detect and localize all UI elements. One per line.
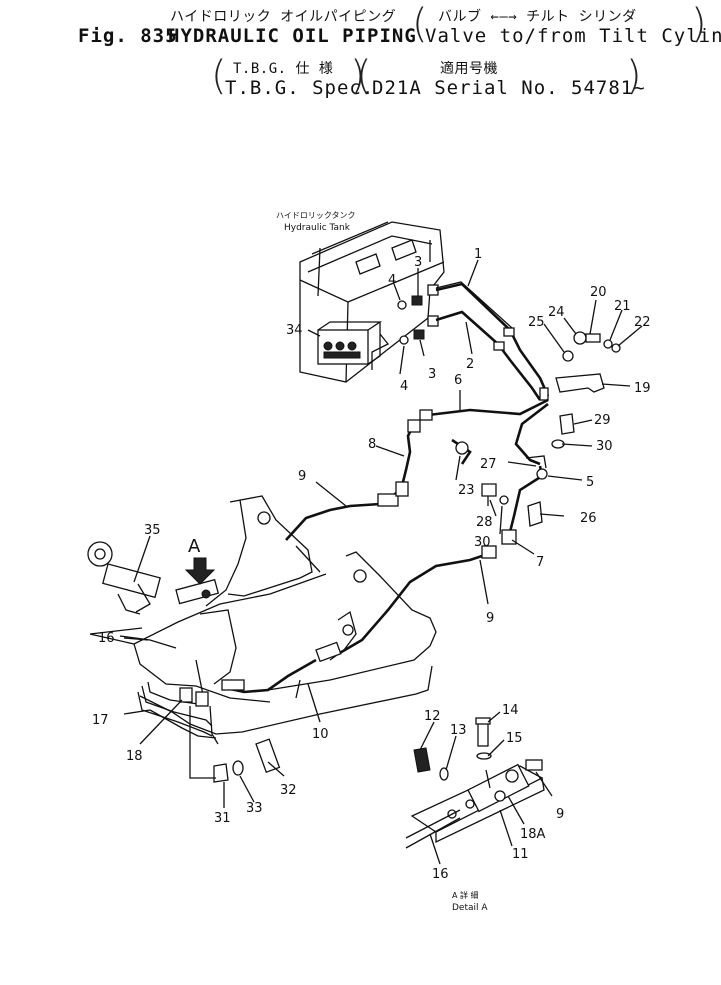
callout-29: 29: [594, 413, 611, 428]
callout-3a: 3: [414, 255, 422, 270]
hose-9-lower-10: [221, 545, 497, 694]
callout-24: 24: [548, 305, 565, 320]
callout-9c: 9: [556, 807, 564, 822]
callout-15: 15: [506, 731, 523, 746]
callout-9b: 9: [486, 611, 494, 626]
callout-16b: 16: [432, 867, 449, 882]
figure-number: Fig. 835: [78, 25, 178, 47]
callout-26: 26: [580, 511, 597, 526]
callout-11: 11: [512, 847, 529, 862]
clamp-washer-bolt: [213, 738, 281, 783]
tubes-1-2: [435, 281, 550, 401]
callout-31: 31: [214, 811, 231, 826]
callout-18: 18: [126, 749, 143, 764]
callout-28: 28: [476, 515, 493, 530]
callout-19: 19: [634, 381, 651, 396]
callout-14: 14: [502, 703, 519, 718]
callout-13: 13: [450, 723, 467, 738]
tilt-cylinder: [87, 541, 220, 615]
page-subtitle: Valve to/from Tilt Cylinder: [425, 25, 721, 47]
callout-12: 12: [424, 709, 441, 724]
callout-1: 1: [474, 247, 482, 262]
spec-label: T.B.G. Spec.: [225, 77, 375, 99]
callout-32: 32: [280, 783, 297, 798]
callout-22: 22: [634, 315, 651, 330]
callout-9a: 9: [298, 469, 306, 484]
serial-jp: 適用号機: [440, 61, 498, 77]
tilt-frame-right: [267, 551, 437, 699]
callout-20: 20: [590, 285, 607, 300]
detail-label-en: Detail A: [452, 903, 488, 913]
view-arrow-label: A: [188, 536, 201, 557]
callout-8: 8: [368, 437, 376, 452]
tank-label-jp: ハイドロリックタンク: [276, 211, 356, 220]
detail-label-jp: A 詳 細: [452, 890, 479, 900]
lines-16-17-18: [89, 627, 219, 779]
control-valve: [317, 321, 383, 365]
view-arrow-a: [184, 557, 216, 585]
callout-16a: 16: [98, 631, 115, 646]
callout-35: 35: [144, 523, 161, 538]
tilt-frame-left: [133, 495, 433, 735]
callout-18a: 18A: [520, 827, 546, 842]
page-title: HYDRAULIC OIL PIPING: [168, 25, 417, 47]
callout-5: 5: [586, 475, 594, 490]
callout-6: 6: [454, 373, 462, 388]
tank-fittings: [397, 284, 439, 345]
bracket-and-bolts: [551, 331, 621, 449]
callout-3b: 3: [428, 367, 436, 382]
serial-label: D21A Serial No. 54781~: [372, 77, 646, 99]
hose-9-upper: [285, 481, 409, 541]
spec-jp: T.B.G. 仕 様: [233, 61, 334, 77]
callout-27: 27: [480, 457, 497, 472]
callout-21: 21: [614, 299, 631, 314]
leader-lines: [123, 259, 643, 865]
callout-23: 23: [458, 483, 475, 498]
callout-4a: 4: [388, 273, 396, 288]
callout-7: 7: [536, 555, 544, 570]
callout-17: 17: [92, 713, 109, 728]
callout-4b: 4: [400, 379, 408, 394]
callout-10: 10: [312, 727, 329, 742]
callout-2: 2: [466, 357, 474, 372]
callout-numbers: 1 2 3 3 4 4 5 6 7 8 9 9 9 10 11 12 13 14…: [92, 247, 651, 882]
callout-33: 33: [246, 801, 263, 816]
detail-a-assembly: [405, 717, 545, 849]
title-jp-sub: バルブ ←—→ チルト シリンダ: [438, 9, 637, 25]
callout-25: 25: [528, 315, 545, 330]
callout-30a: 30: [596, 439, 613, 454]
callout-34: 34: [286, 323, 303, 338]
hoses-6-8: [400, 398, 549, 487]
callout-30b: 30: [474, 535, 491, 550]
title-jp-main: ハイドロリック オイルパイピング: [170, 9, 397, 25]
tank-label-en: Hydraulic Tank: [284, 223, 351, 233]
